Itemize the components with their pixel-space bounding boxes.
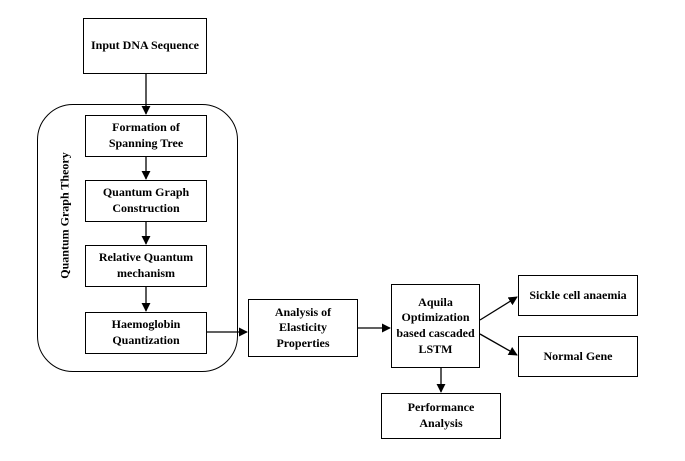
haemoglobin-quantization-box: Haemoglobin Quantization	[85, 312, 207, 354]
input-dna-sequence-box: Input DNA Sequence	[83, 18, 207, 74]
performance-analysis-box: Performance Analysis	[381, 393, 501, 439]
quantum-graph-construction-box: Quantum Graph Construction	[85, 180, 207, 222]
quantum-graph-theory-group	[37, 104, 238, 372]
analysis-of-elasticity-properties-box: Analysis of Elasticity Properties	[248, 299, 358, 357]
sickle-cell-anaemia-box: Sickle cell anaemia	[518, 275, 638, 316]
arrow-aquila-to-sickle	[479, 296, 518, 321]
relative-quantum-mechanism-box: Relative Quantum mechanism	[85, 245, 207, 287]
normal-gene-box: Normal Gene	[518, 336, 638, 377]
formation-of-spanning-tree-box: Formation of Spanning Tree	[85, 115, 207, 157]
arrow-aquila-to-normal	[479, 333, 518, 356]
aquila-optimization-cascaded-lstm-box: Aquila Optimization based cascaded LSTM	[391, 284, 480, 368]
